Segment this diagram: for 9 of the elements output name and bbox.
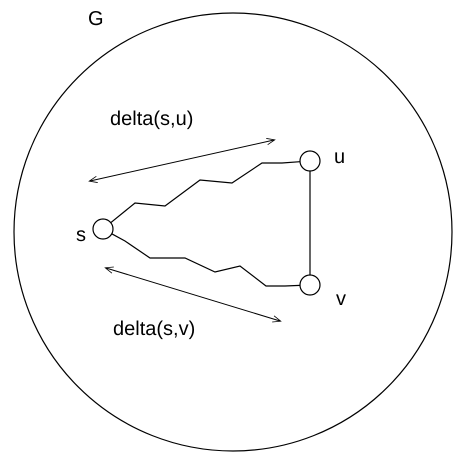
node-label: G [88, 8, 104, 30]
path-edge [309, 171, 311, 275]
distance-label: delta(s,v) [113, 318, 196, 340]
path-edge [112, 233, 300, 287]
node-label: u [334, 146, 346, 168]
node-label: s [76, 224, 86, 246]
node-label: v [336, 288, 346, 310]
distance-label: delta(s,u) [110, 108, 194, 130]
path-edge [110, 161, 300, 224]
